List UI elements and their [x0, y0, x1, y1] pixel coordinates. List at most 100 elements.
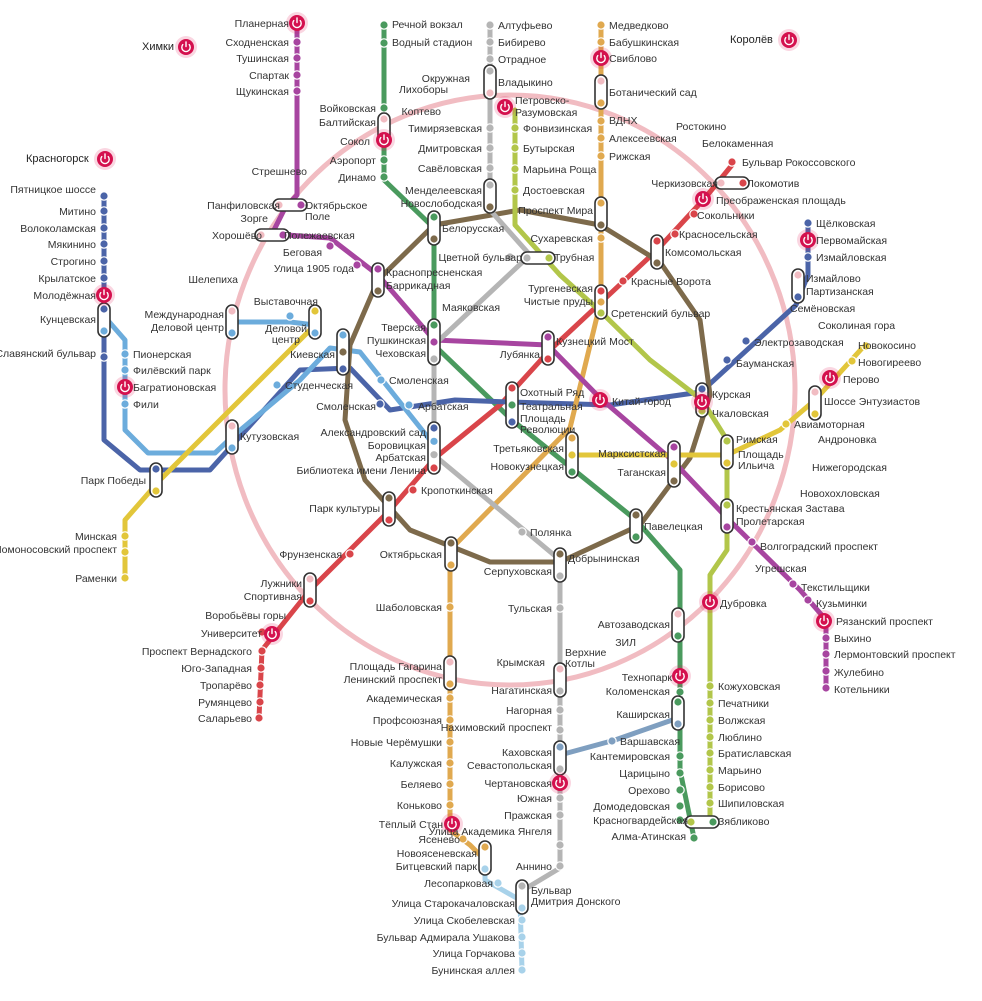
station-dot[interactable]	[596, 233, 606, 243]
station-dot[interactable]	[555, 793, 565, 803]
station-dot[interactable]	[705, 715, 715, 725]
power-icon[interactable]	[93, 284, 115, 306]
station-dot[interactable]	[292, 37, 302, 47]
station-dot[interactable]	[485, 163, 495, 173]
transfer-capsule[interactable]	[427, 421, 441, 475]
station-dot[interactable]	[689, 209, 699, 219]
station-dot[interactable]	[510, 164, 520, 174]
station-dot[interactable]	[99, 191, 109, 201]
station-dot[interactable]	[727, 157, 737, 167]
station-dot[interactable]	[555, 840, 565, 850]
station-dot[interactable]	[670, 229, 680, 239]
station-dot[interactable]	[705, 765, 715, 775]
station-dot[interactable]	[376, 375, 386, 385]
station-dot[interactable]	[510, 123, 520, 133]
station-dot[interactable]	[705, 782, 715, 792]
station-dot[interactable]	[445, 737, 455, 747]
station-dot[interactable]	[493, 878, 503, 888]
transfer-capsule[interactable]	[520, 251, 556, 265]
station-dot[interactable]	[555, 603, 565, 613]
station-dot[interactable]	[510, 185, 520, 195]
station-dot[interactable]	[445, 602, 455, 612]
station-dot[interactable]	[788, 579, 798, 589]
station-dot[interactable]	[408, 485, 418, 495]
power-icon[interactable]	[819, 367, 841, 389]
power-icon[interactable]	[669, 665, 691, 687]
station-dot[interactable]	[821, 649, 831, 659]
station-dot[interactable]	[803, 252, 813, 262]
transfer-capsule[interactable]	[225, 419, 239, 455]
station-dot[interactable]	[379, 155, 389, 165]
station-dot[interactable]	[596, 37, 606, 47]
station-dot[interactable]	[607, 736, 617, 746]
transfer-capsule[interactable]	[791, 268, 805, 304]
station-dot[interactable]	[445, 779, 455, 789]
power-icon[interactable]	[813, 610, 835, 632]
station-dot[interactable]	[255, 680, 265, 690]
station-dot[interactable]	[120, 573, 130, 583]
transfer-capsule[interactable]	[650, 234, 664, 270]
station-dot[interactable]	[445, 758, 455, 768]
station-dot[interactable]	[485, 37, 495, 47]
transfer-capsule[interactable]	[371, 262, 385, 298]
transfer-capsule[interactable]	[225, 304, 239, 340]
station-dot[interactable]	[555, 705, 565, 715]
station-dot[interactable]	[272, 380, 282, 390]
station-dot[interactable]	[379, 172, 389, 182]
station-dot[interactable]	[675, 785, 685, 795]
station-dot[interactable]	[120, 349, 130, 359]
station-dot[interactable]	[517, 948, 527, 958]
power-icon[interactable]	[692, 188, 714, 210]
station-dot[interactable]	[445, 693, 455, 703]
station-dot[interactable]	[404, 400, 414, 410]
station-dot[interactable]	[821, 633, 831, 643]
power-icon[interactable]	[699, 591, 721, 613]
station-dot[interactable]	[445, 800, 455, 810]
station-dot[interactable]	[292, 53, 302, 63]
power-icon[interactable]	[373, 129, 395, 151]
station-dot[interactable]	[705, 748, 715, 758]
station-dot[interactable]	[345, 549, 355, 559]
station-dot[interactable]	[596, 133, 606, 143]
power-icon[interactable]	[691, 391, 713, 413]
station-dot[interactable]	[517, 527, 527, 537]
transfer-capsule[interactable]	[808, 385, 822, 421]
station-dot[interactable]	[821, 683, 831, 693]
station-dot[interactable]	[555, 861, 565, 871]
transfer-capsule[interactable]	[594, 196, 608, 232]
power-icon[interactable]	[494, 96, 516, 118]
station-dot[interactable]	[555, 725, 565, 735]
power-icon[interactable]	[94, 148, 116, 170]
station-dot[interactable]	[675, 751, 685, 761]
station-dot[interactable]	[485, 143, 495, 153]
transfer-capsule[interactable]	[483, 178, 497, 214]
transfer-capsule[interactable]	[515, 879, 529, 915]
station-dot[interactable]	[555, 810, 565, 820]
power-icon[interactable]	[286, 12, 308, 34]
transfer-capsule[interactable]	[541, 330, 555, 366]
station-dot[interactable]	[705, 681, 715, 691]
station-dot[interactable]	[120, 399, 130, 409]
transfer-capsule[interactable]	[303, 572, 317, 608]
transfer-capsule[interactable]	[720, 498, 734, 534]
transfer-capsule[interactable]	[478, 840, 492, 876]
station-dot[interactable]	[458, 834, 468, 844]
station-dot[interactable]	[705, 732, 715, 742]
station-dot[interactable]	[596, 151, 606, 161]
station-dot[interactable]	[675, 801, 685, 811]
transfer-capsule[interactable]	[427, 210, 441, 246]
transfer-capsule[interactable]	[629, 508, 643, 544]
station-dot[interactable]	[120, 365, 130, 375]
station-dot[interactable]	[485, 54, 495, 64]
power-icon[interactable]	[549, 772, 571, 794]
station-dot[interactable]	[285, 311, 295, 321]
power-icon[interactable]	[261, 623, 283, 645]
power-icon[interactable]	[778, 29, 800, 51]
station-dot[interactable]	[375, 399, 385, 409]
transfer-capsule[interactable]	[553, 662, 567, 698]
station-dot[interactable]	[505, 252, 515, 262]
station-dot[interactable]	[689, 833, 699, 843]
station-dot[interactable]	[256, 663, 266, 673]
power-icon[interactable]	[175, 36, 197, 58]
transfer-capsule[interactable]	[714, 176, 750, 190]
